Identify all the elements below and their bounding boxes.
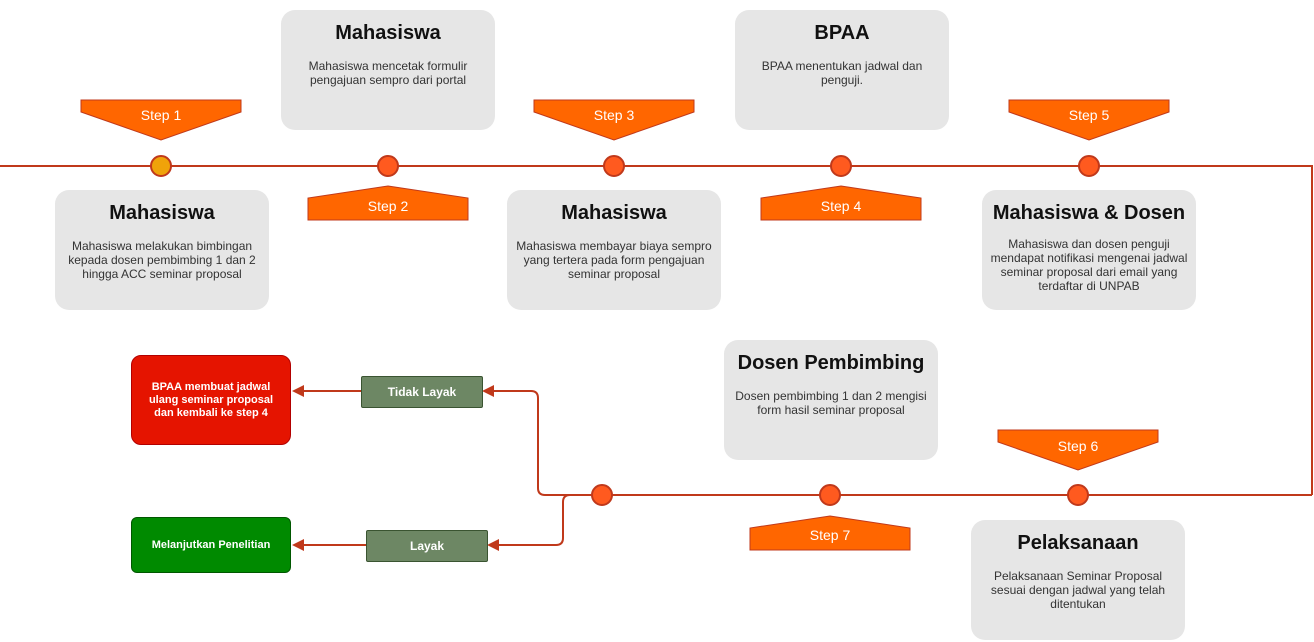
outcome-reschedule: BPAA membuat jadwal ulang seminar propos… bbox=[131, 355, 291, 445]
step-4-label: Step 4 bbox=[821, 198, 862, 214]
timeline-node-step-3 bbox=[603, 155, 625, 177]
card-title: BPAA bbox=[814, 22, 870, 44]
step-4-banner: Step 4 bbox=[760, 185, 922, 221]
step-7-label: Step 7 bbox=[810, 527, 851, 543]
step-1-label: Step 1 bbox=[141, 107, 182, 123]
card-text: Pelaksanaan Seminar Proposal sesuai deng… bbox=[990, 569, 1166, 611]
decision-tidak-layak: Tidak Layak bbox=[361, 376, 483, 408]
card-text: Dosen pembimbing 1 dan 2 mengisi form ha… bbox=[735, 389, 927, 417]
step-2-banner: Step 2 bbox=[307, 185, 469, 221]
card-pelaksanaan: Pelaksanaan Pelaksanaan Seminar Proposal… bbox=[971, 520, 1185, 640]
card-text: BPAA menentukan jadwal dan penguji. bbox=[761, 59, 923, 87]
step-1-banner: Step 1 bbox=[80, 99, 242, 141]
arrow-head-layak bbox=[487, 539, 499, 551]
timeline-node-step-4 bbox=[830, 155, 852, 177]
card-dosen-pembimbing: Dosen Pembimbing Dosen pembimbing 1 dan … bbox=[724, 340, 938, 460]
timeline-node-step-5 bbox=[1078, 155, 1100, 177]
timeline-node-step-2 bbox=[377, 155, 399, 177]
timeline-node-decision bbox=[591, 484, 613, 506]
arrow-head-redo bbox=[292, 385, 304, 397]
card-bpaa: BPAA BPAA menentukan jadwal dan penguji. bbox=[735, 10, 949, 130]
decision-layak: Layak bbox=[366, 530, 488, 562]
branch-layak bbox=[497, 494, 601, 546]
step-3-label: Step 3 bbox=[594, 107, 635, 123]
branch-tidak-layak bbox=[492, 390, 601, 496]
step-3-banner: Step 3 bbox=[533, 99, 695, 141]
card-title: Mahasiswa bbox=[335, 22, 441, 44]
card-mahasiswa-bimbingan: Mahasiswa Mahasiswa melakukan bimbingan … bbox=[55, 190, 269, 310]
step-5-label: Step 5 bbox=[1069, 107, 1110, 123]
card-title: Pelaksanaan bbox=[1017, 532, 1139, 554]
step-7-banner: Step 7 bbox=[749, 515, 911, 551]
arrow-head-continue bbox=[292, 539, 304, 551]
timeline-node-step-7 bbox=[819, 484, 841, 506]
timeline-upper bbox=[0, 165, 1313, 495]
timeline-node-step-6 bbox=[1067, 484, 1089, 506]
card-mahasiswa-bayar: Mahasiswa Mahasiswa membayar biaya sempr… bbox=[507, 190, 721, 310]
step-6-banner: Step 6 bbox=[997, 429, 1159, 471]
arrow-head-tidak-layak bbox=[482, 385, 494, 397]
card-mahasiswa-cetak-formulir: Mahasiswa Mahasiswa mencetak formulir pe… bbox=[281, 10, 495, 130]
card-text: Mahasiswa mencetak formulir pengajuan se… bbox=[308, 59, 468, 87]
card-title: Mahasiswa & Dosen bbox=[992, 202, 1186, 224]
card-text: Mahasiswa membayar biaya sempro yang ter… bbox=[516, 239, 712, 281]
card-title: Mahasiswa bbox=[109, 202, 215, 224]
step-2-label: Step 2 bbox=[368, 198, 409, 214]
card-title: Mahasiswa bbox=[561, 202, 667, 224]
step-6-label: Step 6 bbox=[1058, 438, 1099, 454]
timeline-node-step-1 bbox=[150, 155, 172, 177]
card-text: Mahasiswa dan dosen penguji mendapat not… bbox=[990, 237, 1188, 293]
outcome-continue-research: Melanjutkan Penelitian bbox=[131, 517, 291, 573]
card-text: Mahasiswa melakukan bimbingan kepada dos… bbox=[68, 239, 256, 281]
card-mahasiswa-dosen: Mahasiswa & Dosen Mahasiswa dan dosen pe… bbox=[982, 190, 1196, 310]
step-5-banner: Step 5 bbox=[1008, 99, 1170, 141]
card-title: Dosen Pembimbing bbox=[737, 352, 925, 374]
